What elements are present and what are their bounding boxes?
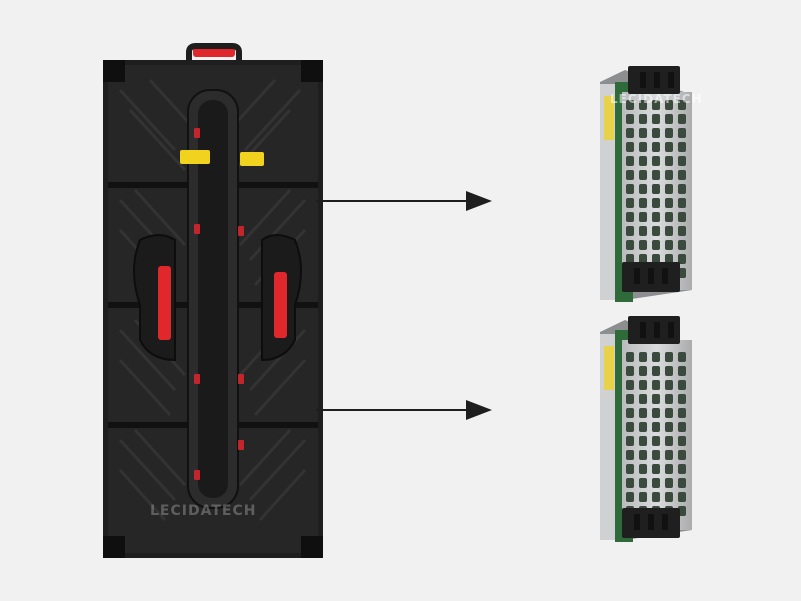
led-cabinet [103, 43, 323, 558]
cabinet-corners [103, 60, 323, 558]
watermark-power-supply: LECIDATECH [610, 92, 703, 106]
cabinet-side-handles [133, 234, 302, 362]
cabinet-yellow-connectors [180, 150, 264, 166]
arrow-right-icon [316, 191, 492, 211]
power-supply-bottom [600, 316, 692, 542]
power-supply-top [600, 66, 692, 302]
cabinet-top-handle [186, 43, 242, 75]
arrow-right-icon [316, 400, 492, 420]
watermark-cabinet: LECIDATECH [150, 503, 257, 519]
cabinet-locks [194, 128, 244, 480]
